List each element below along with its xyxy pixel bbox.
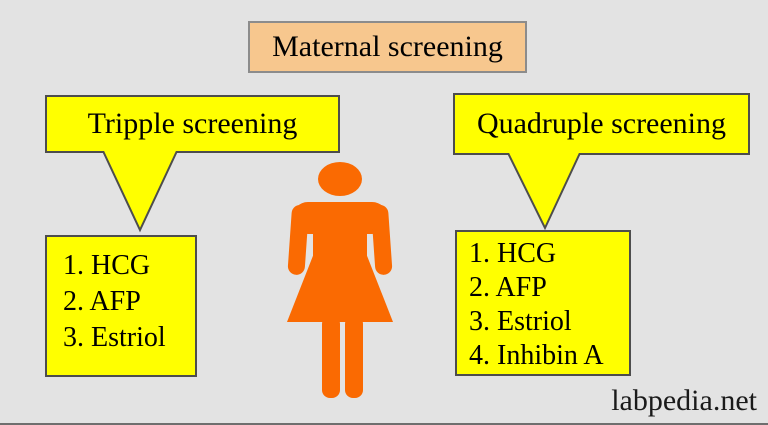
list-item: 4. Inhibin A (469, 340, 604, 371)
list-item: 3. Estriol (469, 306, 572, 337)
diagram-title: Maternal screening (248, 21, 527, 73)
bottom-edge-line (0, 423, 768, 425)
speech-tail-quadruple (507, 153, 581, 231)
list-item: 1. HCG (469, 238, 557, 269)
diagram-title-label: Maternal screening (272, 30, 503, 63)
bubble-triple-screening: Tripple screening (45, 95, 340, 153)
list-box-triple: 1. HCG 2. AFP 3. Estriol (45, 235, 197, 377)
list-item: 2. AFP (63, 286, 141, 317)
bubble-quadruple-screening: Quadruple screening (453, 93, 750, 155)
list-item: 2. AFP (469, 272, 547, 303)
list-box-quadruple: 1. HCG 2. AFP 3. Estriol 4. Inhibin A (455, 230, 631, 376)
female-figure-icon (287, 162, 393, 398)
watermark-labpedia: labpedia.net (611, 384, 757, 417)
speech-tail-triple (102, 151, 178, 233)
bubble-triple-label: Tripple screening (87, 107, 298, 140)
bubble-quadruple-label: Quadruple screening (476, 107, 727, 140)
list-item: 1. HCG (63, 250, 151, 281)
list-item: 3. Estriol (63, 322, 166, 353)
